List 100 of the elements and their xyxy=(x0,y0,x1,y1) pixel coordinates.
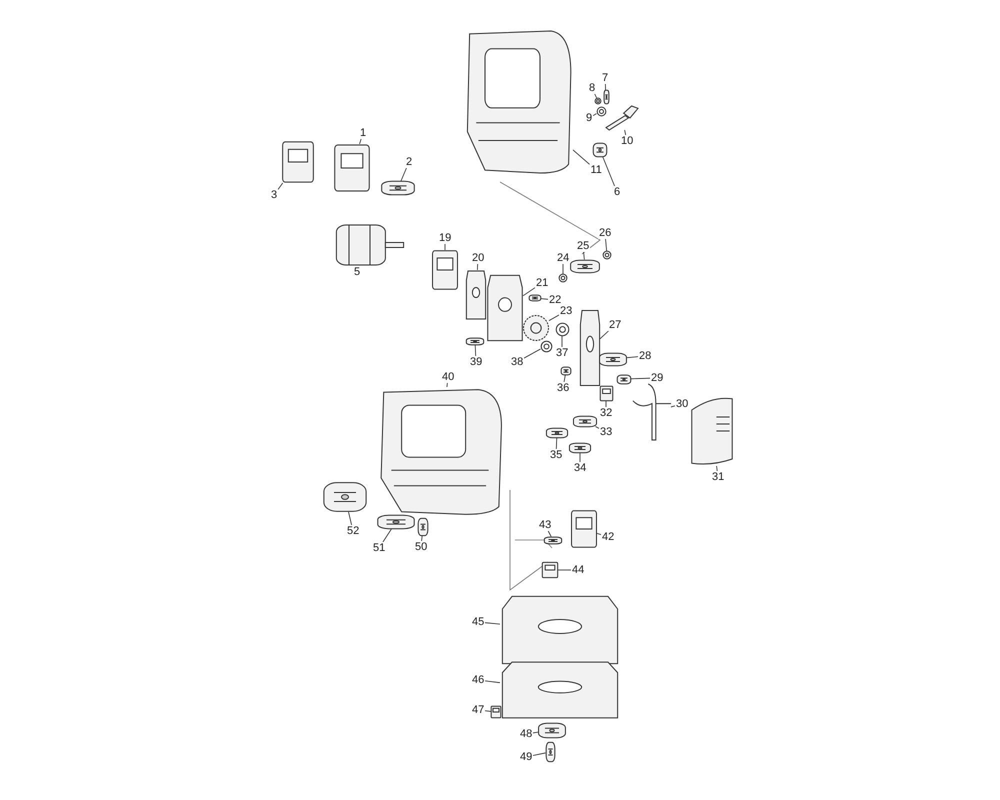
callout-number: 32 xyxy=(599,407,614,419)
part-drawing xyxy=(595,98,601,104)
part-drawing xyxy=(617,374,631,384)
leader-line xyxy=(532,732,538,734)
leader-line xyxy=(484,680,500,684)
callout-number: 23 xyxy=(559,305,574,317)
callout-number: 42 xyxy=(601,531,616,543)
leader-line xyxy=(484,622,500,625)
part-drawing xyxy=(540,340,552,352)
part-drawing xyxy=(500,595,620,665)
leader-line xyxy=(348,512,352,526)
part-drawing xyxy=(690,396,734,466)
callout-number: 39 xyxy=(469,356,484,368)
callout-number: 9 xyxy=(585,112,594,124)
callout-number: 44 xyxy=(571,564,586,576)
leader-line xyxy=(474,344,476,356)
part-drawing xyxy=(377,515,415,529)
leader-line xyxy=(484,710,492,712)
callout-number: 52 xyxy=(346,525,360,537)
leader-line xyxy=(624,130,626,136)
callout-number: 2 xyxy=(405,156,414,168)
leader-line xyxy=(524,348,541,359)
leader-line xyxy=(556,438,558,450)
leader-line xyxy=(278,182,284,190)
part-drawing xyxy=(544,536,562,544)
callout-number: 30 xyxy=(675,398,690,410)
callout-number: 51 xyxy=(372,542,386,554)
callout-number: 35 xyxy=(549,449,564,461)
part-drawing xyxy=(570,260,600,272)
callout-number: 49 xyxy=(519,751,534,763)
part-drawing xyxy=(569,443,591,453)
part-drawing xyxy=(559,274,567,282)
leader-line xyxy=(548,530,552,537)
leader-line xyxy=(595,426,600,429)
part-drawing xyxy=(603,251,611,259)
part-drawing xyxy=(604,90,608,104)
part-drawing xyxy=(334,144,370,192)
leader-line xyxy=(670,405,676,408)
leader-line xyxy=(359,138,362,144)
part-drawing xyxy=(593,143,607,157)
leader-line xyxy=(476,264,478,270)
leader-line xyxy=(562,264,564,274)
part-drawing xyxy=(432,250,458,290)
part-drawing xyxy=(487,274,523,342)
callout-number: 29 xyxy=(650,372,664,384)
callout-number: 24 xyxy=(556,252,570,264)
leader-line xyxy=(716,466,718,472)
part-drawing xyxy=(529,295,541,301)
callout-number: 11 xyxy=(590,164,603,176)
callout-number: 46 xyxy=(471,674,486,686)
part-drawing xyxy=(466,270,486,320)
callout-number: 25 xyxy=(576,240,590,252)
part-drawing xyxy=(546,428,568,438)
part-drawing xyxy=(599,352,627,366)
leader-line xyxy=(532,752,546,756)
callout-number: 3 xyxy=(270,189,278,201)
part-drawing xyxy=(596,106,606,116)
callout-number: 36 xyxy=(556,382,570,394)
callout-number: 20 xyxy=(471,252,486,264)
callout-number: 37 xyxy=(555,347,570,359)
callout-number: 8 xyxy=(588,82,596,94)
part-drawing xyxy=(546,742,554,762)
part-drawing xyxy=(500,661,620,719)
leader-line xyxy=(630,378,650,380)
callout-number: 10 xyxy=(620,135,634,147)
part-drawing xyxy=(571,510,597,548)
callout-number: 45 xyxy=(471,616,486,628)
part-drawing xyxy=(491,706,501,718)
leader-line xyxy=(446,382,448,388)
leader-line xyxy=(604,84,606,90)
leader-line xyxy=(605,238,608,252)
part-drawing xyxy=(282,141,314,183)
callout-number: 6 xyxy=(613,186,622,198)
callout-number: 28 xyxy=(638,350,652,362)
leader-line xyxy=(596,532,602,536)
leader-line xyxy=(592,113,597,116)
leader-line xyxy=(583,252,585,260)
callout-number: 40 xyxy=(441,371,456,383)
leader-line xyxy=(572,150,590,165)
leader-line xyxy=(564,374,566,382)
callout-number: 19 xyxy=(438,232,452,244)
leader-line xyxy=(600,330,609,340)
part-drawing xyxy=(573,416,597,426)
part-drawing xyxy=(633,384,671,440)
callout-number: 48 xyxy=(519,728,534,740)
part-drawing xyxy=(542,562,558,578)
leader-line xyxy=(602,156,615,186)
callout-number: 31 xyxy=(711,471,726,483)
leader-line xyxy=(400,168,407,182)
leader-line xyxy=(421,536,422,542)
callout-number: 21 xyxy=(535,277,550,289)
callout-number: 7 xyxy=(601,72,610,84)
callout-number: 5 xyxy=(353,266,362,278)
leader-line xyxy=(594,94,598,98)
callout-number: 50 xyxy=(414,541,428,553)
callout-number: 38 xyxy=(510,356,524,368)
leader-line xyxy=(382,528,392,542)
part-drawing xyxy=(538,722,566,738)
part-drawing xyxy=(600,386,612,400)
part-drawing xyxy=(381,181,415,195)
